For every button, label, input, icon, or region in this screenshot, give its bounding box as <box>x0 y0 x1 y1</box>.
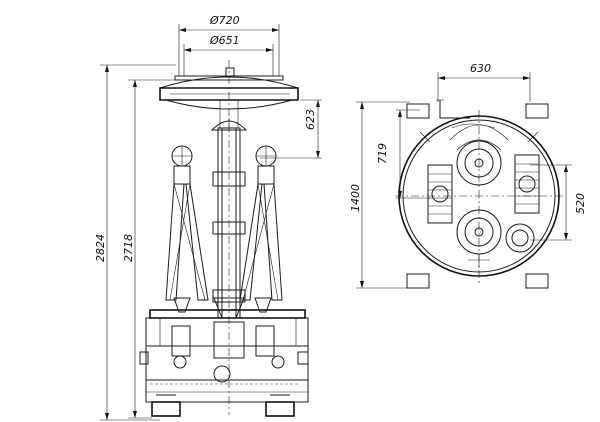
pipework <box>419 99 539 268</box>
dim-label-body-height: 2718 <box>122 234 135 262</box>
right-cyclone <box>239 145 283 301</box>
dim-label-width: 630 <box>470 62 491 75</box>
rotor-bottom <box>456 209 535 255</box>
front-view: Ø720 Ø651 623 <box>94 14 322 421</box>
dim-label-inner-diameter: Ø651 <box>209 34 240 47</box>
rotor-top <box>449 124 509 186</box>
base-body <box>139 309 309 403</box>
dim-label-total-height: 2824 <box>94 234 107 262</box>
dim-body-height: 2718 <box>122 79 176 419</box>
dim-outer-diameter: Ø720 <box>178 14 280 76</box>
dim-label-spacing: 520 <box>574 193 587 214</box>
left-coil <box>427 164 453 224</box>
dim-inner-diameter: Ø651 <box>183 34 274 76</box>
dim-label-outer-diameter: Ø720 <box>209 14 240 27</box>
dim-lid-height: 623 <box>260 99 322 159</box>
dim-total-height: 2824 <box>94 64 176 421</box>
support-lugs <box>406 103 549 289</box>
dim-height: 1400 <box>349 101 410 289</box>
dim-vertical-offset: 719 <box>376 109 430 199</box>
dim-label-lid-height: 623 <box>304 109 317 130</box>
dim-label-vertical-offset: 719 <box>376 143 389 164</box>
dim-spacing: 520 <box>530 164 587 241</box>
left-cyclone <box>165 145 209 301</box>
right-coil <box>514 154 540 214</box>
top-view: 630 1400 719 520 <box>349 62 587 289</box>
dim-width: 630 <box>437 62 531 102</box>
feet <box>151 394 295 417</box>
dim-label-height: 1400 <box>349 184 362 212</box>
